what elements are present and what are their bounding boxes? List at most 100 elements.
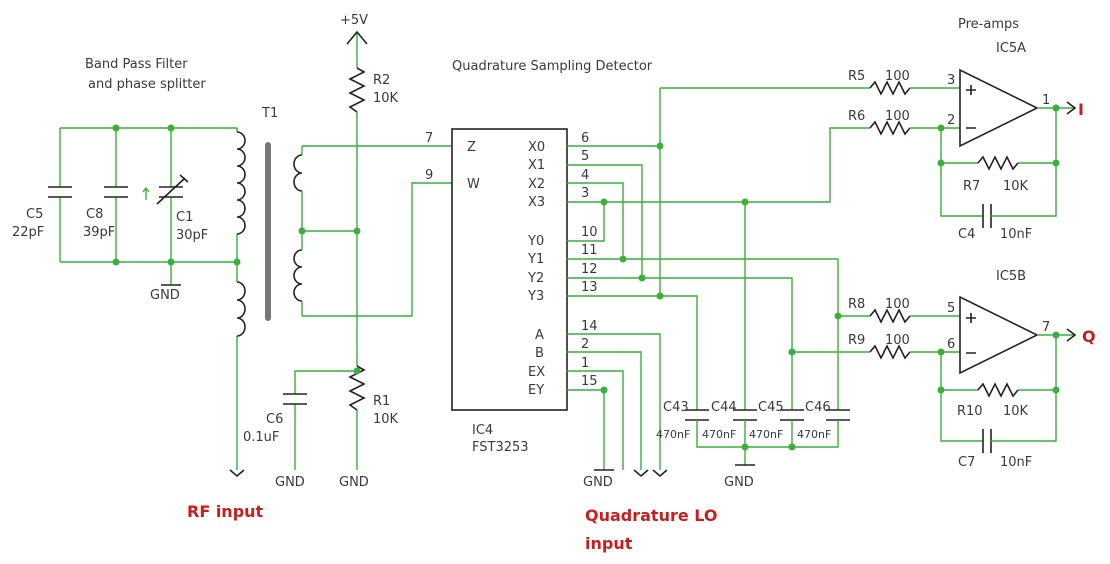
ic5a-pin-out: 1: [1042, 93, 1050, 108]
ic5b-pin-minus: 6: [947, 337, 955, 352]
preamps-title: Pre-amps: [958, 17, 1019, 32]
c45-name: C45: [758, 400, 784, 415]
gnd-label-r1: GND: [339, 475, 369, 490]
ic4-pin-10-number: 10: [581, 225, 598, 240]
c46-value: 470nF: [797, 428, 831, 441]
c6-capacitor: [283, 393, 307, 405]
ic5a-pin-plus: 3: [947, 73, 955, 88]
r2-value: 10K: [373, 91, 399, 106]
ic4-pin-2-number: 2: [581, 337, 589, 352]
c8-name: C8: [86, 207, 103, 222]
bpf-title: Band Pass Filter: [85, 57, 188, 72]
t1-label: T1: [261, 106, 278, 121]
c46-name: C46: [805, 400, 831, 415]
c4-name: C4: [958, 227, 975, 242]
gnd-label-ey: GND: [583, 475, 613, 490]
ic4-pin-15-number: 15: [581, 374, 598, 389]
ic4-pin-x2-label: X2: [528, 177, 545, 192]
ic5b-name: IC5B: [996, 269, 1026, 284]
r7-resistor: [977, 155, 1019, 171]
r9-resistor: [869, 344, 911, 360]
c5-value: 22pF: [12, 225, 44, 240]
ic4-pin-w-label: W: [467, 177, 480, 192]
r8-resistor: [869, 308, 911, 324]
c1-name: C1: [176, 210, 193, 225]
gnd-label-bpf: GND: [150, 288, 180, 303]
ic4-pin-5-number: 5: [581, 149, 589, 164]
c6-name: C6: [266, 412, 283, 427]
qsd-title: Quadrature Sampling Detector: [452, 59, 653, 74]
ic4-pin-y3-label: Y3: [527, 289, 544, 304]
ic4-name: IC4: [472, 423, 493, 438]
r5-value: 100: [885, 69, 910, 84]
preamp-ic5a: R5 100 R6 100 R7 10K C4 10nF IC5A 3 2 1 …: [848, 41, 1084, 242]
gnd-label-cbank: GND: [724, 475, 754, 490]
supply-label: +5V: [340, 13, 368, 28]
ic4-pin-13-number: 13: [581, 280, 598, 295]
c1-trimmer-capacitor: [142, 174, 189, 205]
preamp-ic5b: R8 100 R9 100 R10 10K C7 10nF IC5B 5 6 7…: [788, 269, 1096, 470]
r2-name: R2: [373, 73, 390, 88]
ic4-fst3253: IC4 FST3253 Z 7 W 9 X0 X1 X2 X3 Y0 Y1 Y2…: [425, 128, 598, 455]
ic4-pin-3-number: 3: [581, 186, 589, 201]
ic4-pin-y1-label: Y1: [527, 252, 544, 267]
r9-name: R9: [848, 333, 865, 348]
ic4-pin-ex-label: EX: [528, 365, 545, 380]
c7-name: C7: [958, 455, 975, 470]
r8-name: R8: [848, 297, 865, 312]
r6-value: 100: [885, 109, 910, 124]
c7-value: 10nF: [1000, 455, 1032, 470]
gnd-label-c6: GND: [275, 475, 305, 490]
output-q-label: Q: [1082, 327, 1096, 346]
ic5a-opamp: [959, 68, 1039, 148]
ic4-part: FST3253: [472, 440, 529, 455]
c43-name: C43: [663, 400, 689, 415]
r9-value: 100: [885, 333, 910, 348]
c44-value: 470nF: [702, 428, 736, 441]
r6-resistor: [869, 120, 911, 136]
r5-resistor: [869, 80, 911, 96]
c6-value: 0.1uF: [243, 430, 279, 445]
r1-name: R1: [373, 394, 390, 409]
c8-capacitor: [104, 186, 128, 198]
capacitor-bank: GND C43 C44 C45 C46 470nF 470nF 470nF 47…: [656, 202, 850, 490]
ic4-pin-11-number: 11: [581, 243, 598, 258]
ic4-pin-1-number: 1: [581, 356, 589, 371]
ic5b-pin-plus: 5: [947, 301, 955, 316]
ic4-pin-4-number: 4: [581, 168, 589, 183]
output-i-label: I: [1078, 100, 1084, 119]
r8-value: 100: [885, 297, 910, 312]
r10-name: R10: [957, 404, 983, 419]
rf-input-arrow: [229, 469, 245, 478]
r7-value: 10K: [1003, 179, 1029, 194]
c8-value: 39pF: [83, 225, 115, 240]
c44-name: C44: [711, 400, 737, 415]
r10-value: 10K: [1003, 404, 1029, 419]
r7-name: R7: [963, 179, 980, 194]
rf-input-label: RF input: [187, 502, 264, 521]
ic4-pin-x1-label: X1: [528, 158, 545, 173]
ic4-pin-y0-label: Y0: [527, 234, 544, 249]
ic4-pin-b-label: B: [535, 346, 544, 361]
c45-value: 470nF: [749, 428, 783, 441]
ic4-pin-x0-label: X0: [528, 140, 545, 155]
ic5b-opamp: [959, 295, 1039, 375]
transformer-t1: T1: [236, 106, 303, 337]
ic4-pin-12-number: 12: [581, 262, 598, 277]
c5-name: C5: [26, 207, 43, 222]
ic4-pin-6-number: 6: [581, 131, 589, 146]
bias-network: +5V R2 10K R1 10K C6 0.1uF GND GND: [229, 13, 399, 490]
ic4-pin-a-label: A: [535, 328, 544, 343]
r5-name: R5: [848, 69, 865, 84]
ic4-pin-14-number: 14: [581, 319, 598, 334]
ic4-pin-z-label: Z: [467, 140, 476, 155]
r6-name: R6: [848, 109, 865, 124]
c4-value: 10nF: [1000, 227, 1032, 242]
ic4-pin-y2-label: Y2: [527, 271, 544, 286]
c43-value: 470nF: [656, 428, 690, 441]
ic5a-pin-minus: 2: [947, 113, 955, 128]
bpf-section: C5 22pF C8 39pF C1 30pF GND: [12, 124, 241, 470]
lo-input-label-line2: input: [585, 534, 633, 553]
r2-resistor: [348, 67, 366, 113]
